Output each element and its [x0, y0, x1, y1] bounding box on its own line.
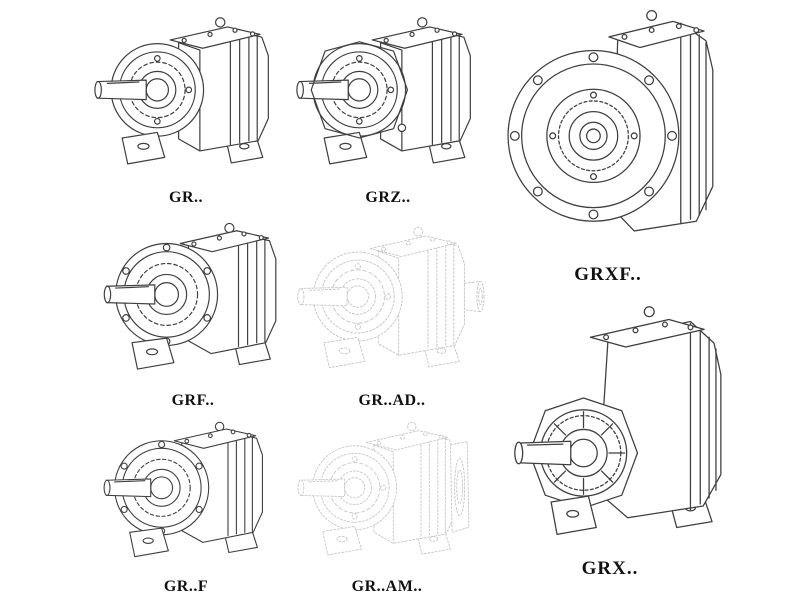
- model-cell-grf: GRF..: [88, 208, 298, 410]
- gram-gearbox-drawing: [292, 408, 482, 576]
- model-label-grf2: GR..F: [163, 578, 209, 595]
- model-label-grz: GRZ..: [365, 189, 411, 206]
- model-label-gram: GR..AM..: [351, 578, 423, 595]
- model-cell-grx: GRX..: [490, 296, 730, 580]
- model-label-grxf: GRXF..: [574, 264, 642, 285]
- model-label-grf: GRF..: [171, 392, 215, 409]
- grz-gearbox-drawing: [288, 2, 488, 187]
- model-label-grx: GRX..: [581, 558, 639, 579]
- model-cell-gram: GR..AM..: [288, 408, 486, 596]
- model-cell-grxf: GRXF..: [492, 0, 724, 286]
- grad-gearbox-drawing: [292, 212, 492, 390]
- model-cell-grad: GR..AD..: [292, 212, 492, 410]
- model-cell-grz: GRZ..: [288, 2, 488, 207]
- model-cell-grf2: GR..F: [86, 408, 286, 596]
- gr-gearbox-drawing: [94, 17, 269, 165]
- grf2-gearbox-drawing: [103, 421, 263, 558]
- grf-gearbox-drawing: [103, 222, 277, 370]
- model-cell-gr: GR..: [86, 2, 286, 207]
- grxf-gearbox-drawing: [507, 10, 714, 232]
- grx-gearbox-drawing: [514, 306, 722, 536]
- model-label-grad: GR..AD..: [358, 392, 426, 409]
- model-label-gr: GR..: [169, 189, 203, 206]
